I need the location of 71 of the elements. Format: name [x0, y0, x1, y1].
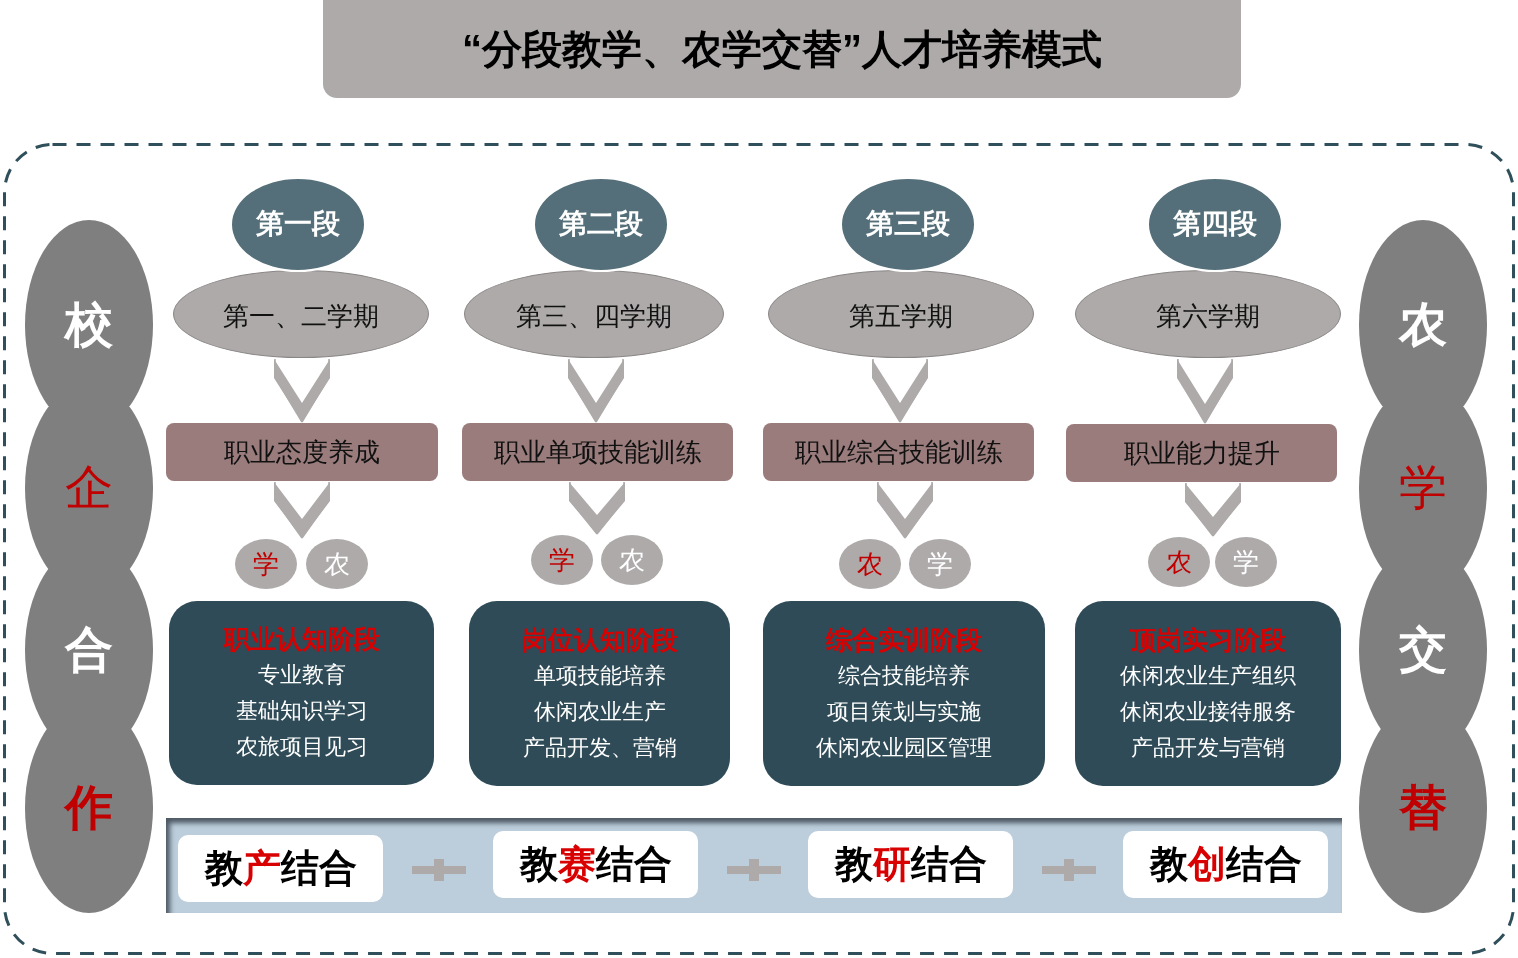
phase-item: 产品开发、营销	[522, 733, 677, 762]
phase-heading: 职业认知阶段	[223, 623, 380, 656]
phase-item: 单项技能培养	[533, 661, 666, 690]
phase-item: 基础知识学习	[235, 697, 368, 725]
training-box	[462, 423, 733, 481]
chevron-arrow	[1177, 358, 1233, 424]
phase-item: 专业教育	[257, 661, 346, 689]
side-character: 企	[65, 464, 113, 512]
side-character: 作	[65, 784, 113, 832]
chevron-arrow	[877, 481, 933, 539]
stage-label: 第三段	[866, 209, 950, 240]
phase-item: 休闲农业生产组织	[1120, 661, 1296, 690]
side-character: 替	[1399, 784, 1447, 832]
side-character: 农	[1399, 301, 1447, 349]
training-box	[1066, 424, 1337, 482]
side-character: 交	[1399, 626, 1447, 674]
training-label: 职业态度养成	[224, 437, 380, 467]
semester-label: 第六学期	[1156, 301, 1260, 331]
dashed-frame	[3, 143, 1515, 955]
alternation-label: 学	[1233, 549, 1259, 575]
phase-item: 农旅项目见习	[235, 733, 368, 761]
phase-heading: 综合实训阶段	[826, 623, 982, 657]
integration-label: 教赛结合	[519, 843, 672, 886]
phase-heading: 岗位认知阶段	[521, 623, 678, 657]
chevron-arrow	[568, 358, 624, 423]
training-label: 职业单项技能训练	[493, 437, 702, 467]
stage-label: 第一段	[256, 209, 340, 240]
phase-item: 项目策划与实施	[827, 697, 981, 726]
semester-label: 第五学期	[849, 301, 953, 331]
side-character: 合	[65, 626, 113, 674]
alternation-label: 农	[324, 551, 350, 577]
phase-box	[469, 601, 730, 786]
semester-label: 第三、四学期	[516, 301, 672, 331]
alternation-label: 农	[857, 551, 883, 577]
side-character: 校	[65, 301, 113, 349]
alternation-label: 学	[927, 551, 953, 577]
phase-box	[763, 601, 1045, 786]
integration-box	[493, 831, 698, 898]
integration-label: 教创结合	[1149, 843, 1302, 886]
phase-item: 产品开发与营销	[1131, 733, 1285, 762]
chevron-arrow	[569, 481, 625, 535]
integration-band	[166, 818, 1342, 913]
integration-box	[808, 831, 1013, 898]
phase-heading: 顶岗实习阶段	[1130, 623, 1286, 657]
chevron-arrow	[274, 358, 330, 423]
training-box	[166, 423, 438, 481]
training-box	[763, 423, 1034, 481]
chevron-arrow	[1185, 482, 1241, 537]
diagram-title: “分段教学、农学交替”人才培养模式	[462, 27, 1102, 71]
alternation-label: 农	[619, 547, 645, 573]
training-label: 职业综合技能训练	[794, 437, 1003, 467]
integration-box	[1123, 831, 1328, 898]
phase-box	[169, 601, 434, 785]
phase-item: 休闲农业园区管理	[816, 733, 992, 762]
chevron-arrow	[872, 358, 928, 423]
phase-item: 综合技能培养	[838, 661, 970, 690]
training-label: 职业能力提升	[1123, 438, 1280, 468]
side-character: 学	[1399, 464, 1447, 512]
alternation-label: 学	[549, 547, 575, 573]
integration-box	[178, 835, 383, 902]
phase-item: 休闲农业接待服务	[1120, 697, 1296, 726]
integration-label: 教研结合	[834, 843, 987, 886]
phase-item: 休闲农业生产	[533, 697, 666, 726]
chevron-arrow	[274, 481, 330, 539]
alternation-label: 学	[253, 551, 279, 577]
semester-label: 第一、二学期	[223, 301, 379, 331]
alternation-label: 农	[1166, 549, 1192, 575]
integration-label: 教产结合	[204, 847, 357, 890]
stage-label: 第二段	[559, 209, 643, 240]
phase-box	[1075, 601, 1341, 786]
stage-label: 第四段	[1173, 209, 1257, 240]
